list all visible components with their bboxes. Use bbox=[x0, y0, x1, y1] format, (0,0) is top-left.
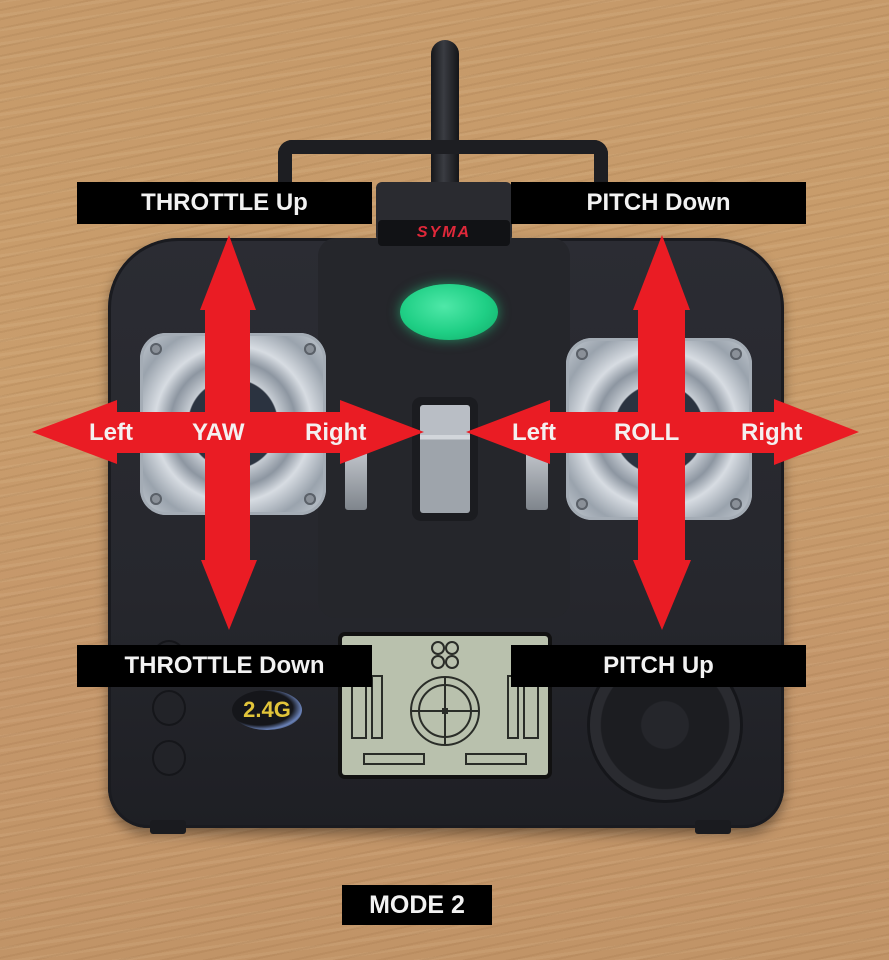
screw-icon bbox=[304, 343, 316, 355]
brand-logo: SYMA bbox=[378, 220, 510, 246]
roll-axis-label: ROLL bbox=[614, 419, 680, 446]
frequency-badge: 2.4G bbox=[232, 690, 302, 730]
screw-icon bbox=[730, 348, 742, 360]
controller-foot bbox=[150, 820, 186, 834]
side-button-2[interactable] bbox=[152, 690, 186, 726]
yaw-axis-label: YAW bbox=[192, 419, 245, 446]
pitch-down-label: PITCH Down bbox=[511, 182, 806, 224]
mode-label: MODE 2 bbox=[342, 885, 492, 925]
power-led-indicator bbox=[400, 284, 498, 340]
screw-icon bbox=[730, 498, 742, 510]
roll-right-label: Right bbox=[741, 419, 803, 446]
screw-icon bbox=[150, 343, 162, 355]
screw-icon bbox=[304, 493, 316, 505]
controller-foot bbox=[695, 820, 731, 834]
power-switch[interactable] bbox=[420, 405, 470, 513]
right-trim-slider[interactable] bbox=[526, 450, 548, 510]
screw-icon bbox=[576, 498, 588, 510]
throttle-down-label: THROTTLE Down bbox=[77, 645, 372, 687]
side-button-3[interactable] bbox=[152, 740, 186, 776]
yaw-left-label: Left bbox=[89, 419, 133, 446]
screw-icon bbox=[150, 493, 162, 505]
lcd-screen bbox=[342, 636, 548, 775]
left-trim-slider[interactable] bbox=[345, 450, 367, 510]
lcd-display-icon bbox=[351, 641, 539, 765]
throttle-up-label: THROTTLE Up bbox=[77, 182, 372, 224]
antenna bbox=[431, 40, 459, 190]
roll-left-label: Left bbox=[512, 419, 556, 446]
screw-icon bbox=[576, 348, 588, 360]
yaw-right-label: Right bbox=[305, 419, 367, 446]
pitch-up-label: PITCH Up bbox=[511, 645, 806, 687]
